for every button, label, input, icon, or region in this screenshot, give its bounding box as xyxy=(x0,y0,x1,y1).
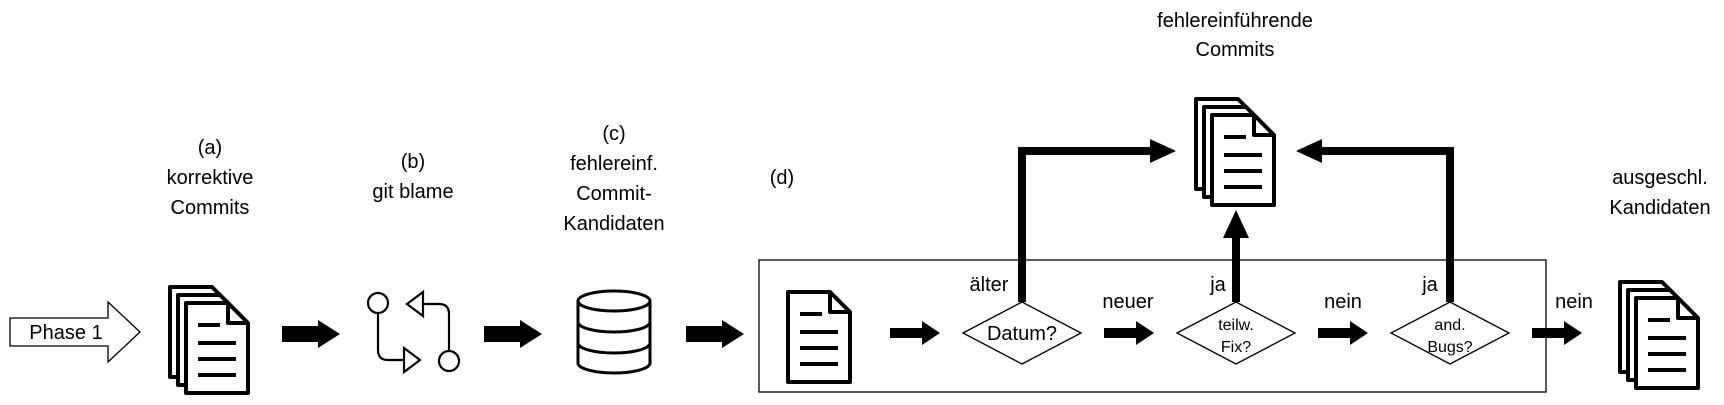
flow-arrow-b-c xyxy=(484,320,542,348)
edge-label-aelter: älter xyxy=(970,274,1009,296)
document-icon xyxy=(786,290,852,384)
flow-arrow-to-excluded xyxy=(1532,321,1582,345)
step-c-title-line3: Kandidaten xyxy=(563,213,664,235)
step-d-marker: (d) xyxy=(770,167,794,189)
decision-other-bugs xyxy=(1389,301,1511,365)
edge-label-neuer: neuer xyxy=(1102,291,1153,313)
edge-label-ja-2: ja xyxy=(1421,274,1438,296)
edge-label-ja-1: ja xyxy=(1209,274,1226,296)
decision-partial-fix-line2: Fix? xyxy=(1221,339,1251,356)
phase-input-arrow: Phase 1 xyxy=(9,300,141,364)
stacked-documents-icon xyxy=(1196,99,1274,205)
step-a-marker: (a) xyxy=(198,137,222,159)
flow-arrow-doc-datum xyxy=(890,321,940,345)
edge-label-nein-1: nein xyxy=(1324,291,1362,313)
flow-arrow-a-b xyxy=(282,320,340,348)
step-c-title-line1: fehlereinf. xyxy=(570,153,658,175)
output-excluded-line2: Kandidaten xyxy=(1609,197,1710,219)
output-excluded-line1: ausgeschl. xyxy=(1612,167,1708,189)
step-b-title: git blame xyxy=(372,181,453,203)
edge-partial-fix-to-inducing xyxy=(1223,210,1249,302)
decision-other-bugs-line2: Bugs? xyxy=(1427,339,1472,356)
step-a-title-line1: korrektive xyxy=(167,167,254,189)
database-icon xyxy=(576,289,652,375)
flow-arrow-c-d xyxy=(686,320,744,348)
output-inducing-line2: Commits xyxy=(1196,39,1275,61)
edge-label-nein-2: nein xyxy=(1555,291,1593,313)
edge-aelter-to-inducing xyxy=(1018,139,1176,302)
step-a-title-line2: Commits xyxy=(171,197,250,219)
step-c-title-line2: Commit- xyxy=(576,183,652,205)
edge-other-bugs-to-inducing xyxy=(1296,139,1454,302)
decision-other-bugs-line1: and. xyxy=(1434,317,1465,334)
decision-partial-fix-line1: teilw. xyxy=(1218,317,1254,334)
step-c-marker: (c) xyxy=(602,123,625,145)
output-inducing-line1: fehlereinführende xyxy=(1157,10,1313,32)
check-stage-box xyxy=(758,259,1547,393)
flow-arrow-datum-teilw xyxy=(1104,321,1154,345)
step-b-marker: (b) xyxy=(401,151,425,173)
decision-datum xyxy=(961,301,1083,365)
phase-label: Phase 1 xyxy=(29,322,102,344)
decision-partial-fix xyxy=(1175,301,1297,365)
stacked-documents-icon xyxy=(170,287,248,393)
decision-datum-label: Datum? xyxy=(987,323,1057,345)
flow-arrow-teilw-bugs xyxy=(1318,321,1368,345)
stacked-documents-icon xyxy=(1620,282,1698,388)
git-compare-icon xyxy=(366,289,461,375)
